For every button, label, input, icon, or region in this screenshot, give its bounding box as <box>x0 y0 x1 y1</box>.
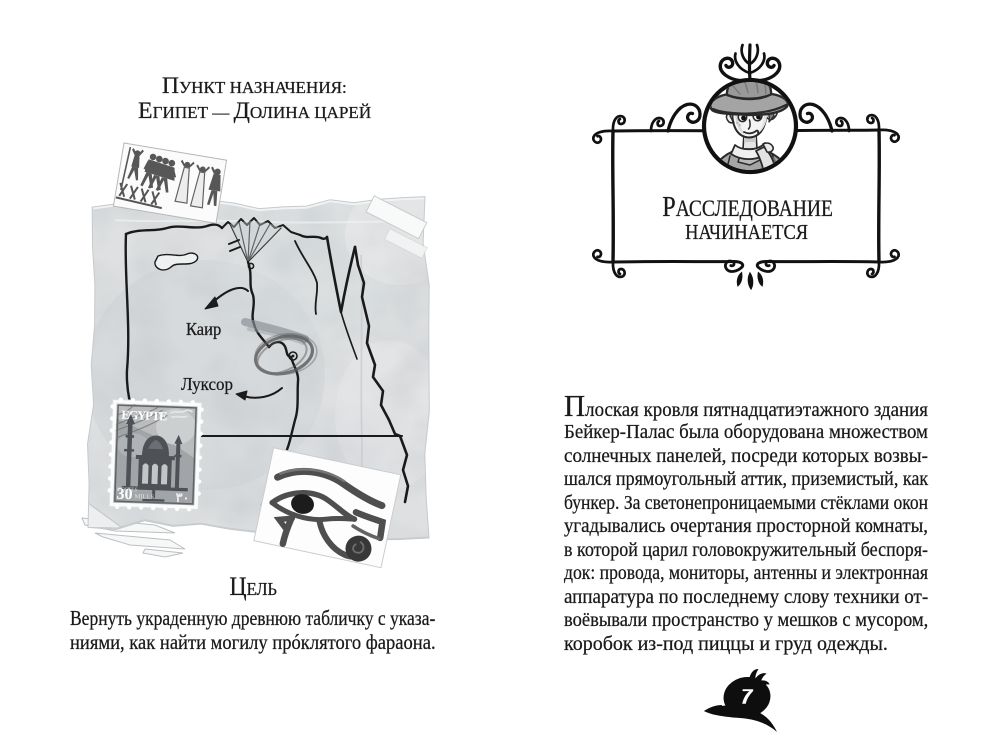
svg-text:30: 30 <box>116 486 133 504</box>
svg-text:POSTES: POSTES <box>118 487 138 494</box>
svg-text:٣٠: ٣٠ <box>175 490 189 505</box>
svg-text:MILLS.: MILLS. <box>134 493 156 501</box>
